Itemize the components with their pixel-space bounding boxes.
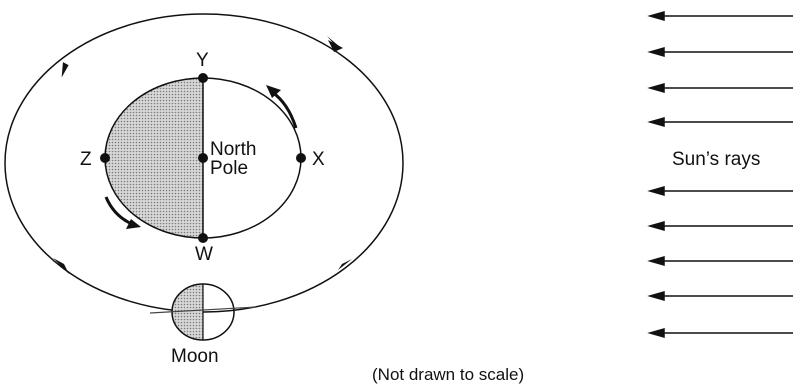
- orbit-arrow-upper-right-head: [328, 40, 343, 52]
- rotation-arrow-left: [104, 196, 133, 226]
- label-w: W: [195, 244, 213, 265]
- moon-orbit: [4, 13, 404, 313]
- moon-night-side: [172, 284, 203, 340]
- label-north: North: [210, 139, 256, 160]
- sun-rays: [647, 11, 793, 338]
- moon-equator-line: [149, 306, 257, 314]
- orbit-arrow-upper-left: [61, 62, 69, 78]
- orbit-arrow-upper-right: [327, 36, 340, 47]
- rotation-arrow-right-head: [266, 85, 281, 98]
- label-z: Z: [80, 149, 92, 170]
- label-sun-rays: Sun’s rays: [672, 149, 760, 170]
- label-pole: Pole: [210, 158, 248, 179]
- orbit-arrow-lower-right: [338, 259, 352, 270]
- label-x: X: [312, 149, 325, 170]
- north-pole-dot: [198, 153, 208, 163]
- orbit-arrow-lower-left: [53, 258, 69, 274]
- scale-note: (Not drawn to scale): [372, 365, 524, 384]
- rotation-arrow-left-head: [126, 219, 141, 229]
- point-y-dot: [198, 73, 208, 83]
- earth-night-side: [105, 78, 203, 238]
- point-x-dot: [296, 153, 306, 163]
- rotation-arrow-right: [271, 90, 298, 129]
- label-y: Y: [196, 50, 209, 71]
- label-moon: Moon: [171, 346, 219, 367]
- point-w-dot: [198, 233, 208, 243]
- point-z-dot: [100, 153, 110, 163]
